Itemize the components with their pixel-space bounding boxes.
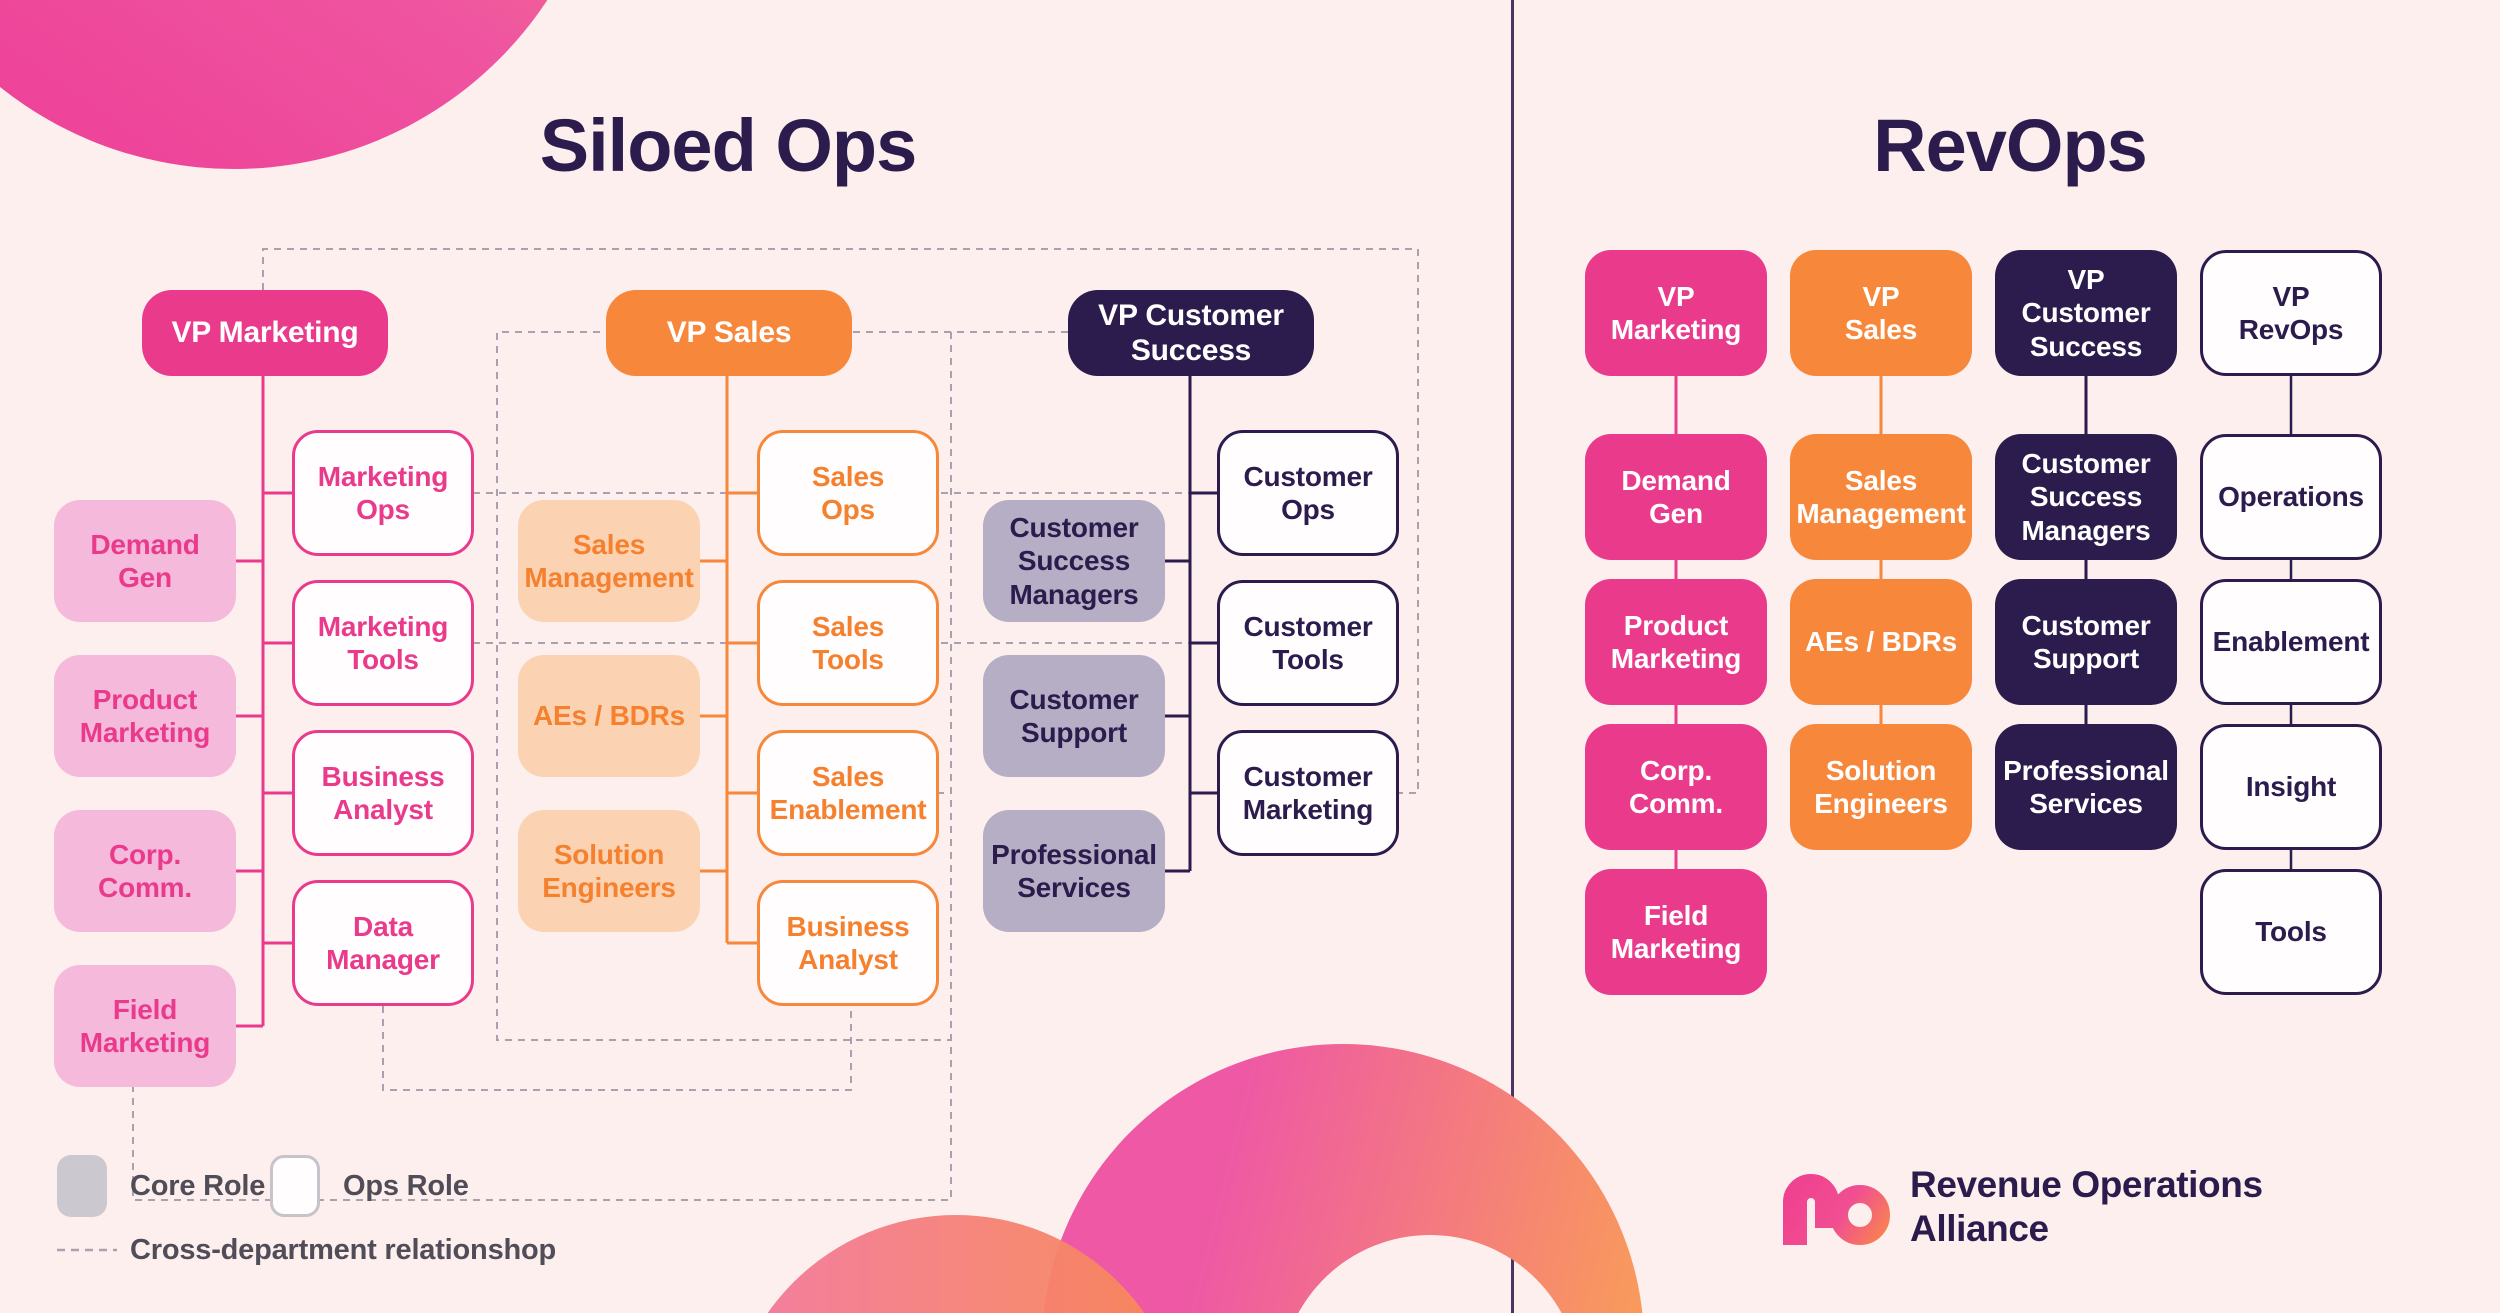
marketing-connectors <box>236 376 1678 1028</box>
siloed-corp-comm: Corp. Comm. <box>54 810 236 932</box>
siloed-sales-ops: Sales Ops <box>757 430 939 556</box>
legend-dashed-label: Cross-department relationshop <box>130 1233 557 1266</box>
siloed-marketing-tools: Marketing Tools <box>292 580 474 706</box>
siloed-ops-title: Siloed Ops <box>539 103 918 187</box>
revops-operations: Operations <box>2200 434 2382 560</box>
revops-field-marketing: Field Marketing <box>1585 869 1767 995</box>
revops-sales-management: Sales Management <box>1790 434 1972 560</box>
siloed-demand-gen: Demand Gen <box>54 500 236 622</box>
panel-divider-line <box>1511 0 1514 1313</box>
revops-tools: Tools <box>2200 869 2382 995</box>
siloed-vp-customer-success: VP Customer Success <box>1068 290 1314 376</box>
siloed-sales-tools: Sales Tools <box>757 580 939 706</box>
siloed-marketing-business-analyst: Business Analyst <box>292 730 474 856</box>
revops-solution-engineers: Solution Engineers <box>1790 724 1972 850</box>
revops-vp-sales: VP Sales <box>1790 250 1972 376</box>
revops-professional-services: Professional Services <box>1995 724 2177 850</box>
siloed-product-marketing: Product Marketing <box>54 655 236 777</box>
revops-vp-marketing: VP Marketing <box>1585 250 1767 376</box>
siloed-data-manager: Data Manager <box>292 880 474 1006</box>
siloed-customer-ops: Customer Ops <box>1217 430 1399 556</box>
revops-demand-gen: Demand Gen <box>1585 434 1767 560</box>
revops-title: RevOps <box>1873 103 2148 187</box>
revops-product-marketing: Product Marketing <box>1585 579 1767 705</box>
siloed-marketing-ops: Marketing Ops <box>292 430 474 556</box>
siloed-sales-management: Sales Management <box>518 500 700 622</box>
siloed-customer-success-managers: Customer Success Managers <box>983 500 1165 622</box>
legend-core-swatch <box>57 1155 107 1217</box>
logo-text-line2: Alliance <box>1910 1208 2049 1249</box>
revops-corp-comm: Corp. Comm. <box>1585 724 1767 850</box>
siloed-professional-services: Professional Services <box>983 810 1165 932</box>
decor-donut <box>1043 1044 1643 1313</box>
siloed-field-marketing: Field Marketing <box>54 965 236 1087</box>
siloed-sales-enablement: Sales Enablement <box>757 730 939 856</box>
revops-aes-bdrs: AEs / BDRs <box>1790 579 1972 705</box>
legend-ops-label: Ops Role <box>343 1169 469 1202</box>
siloed-customer-tools: Customer Tools <box>1217 580 1399 706</box>
legend-dashed-sample <box>57 1248 117 1252</box>
legend-ops-swatch <box>270 1155 320 1217</box>
siloed-aes-bdrs: AEs / BDRs <box>518 655 700 777</box>
siloed-customer-marketing: Customer Marketing <box>1217 730 1399 856</box>
revenue-operations-alliance-logo-text: Revenue Operations Alliance <box>1910 1163 2263 1251</box>
dashed-cross-department-lines <box>132 248 1419 1201</box>
siloed-vp-sales: VP Sales <box>606 290 852 376</box>
siloed-customer-support: Customer Support <box>983 655 1165 777</box>
revops-customer-support: Customer Support <box>1995 579 2177 705</box>
customer-success-connectors <box>1164 376 2293 873</box>
logo-text-line1: Revenue Operations <box>1910 1164 2263 1205</box>
revenue-operations-alliance-logo-icon <box>1783 1174 1890 1245</box>
revops-insight: Insight <box>2200 724 2382 850</box>
revops-vp-revops: VP RevOps <box>2200 250 2382 376</box>
revops-enablement: Enablement <box>2200 579 2382 705</box>
legend-core-label: Core Role <box>130 1169 266 1202</box>
sales-connectors <box>700 376 1883 945</box>
siloed-sales-business-analyst: Business Analyst <box>757 880 939 1006</box>
revops-customer-success-managers: Customer Success Managers <box>1995 434 2177 560</box>
revops-vp-customer-success: VP Customer Success <box>1995 250 2177 376</box>
decor-gradient-circle-bottom <box>767 1215 1145 1313</box>
siloed-solution-engineers: Solution Engineers <box>518 810 700 932</box>
siloed-vp-marketing: VP Marketing <box>142 290 388 376</box>
